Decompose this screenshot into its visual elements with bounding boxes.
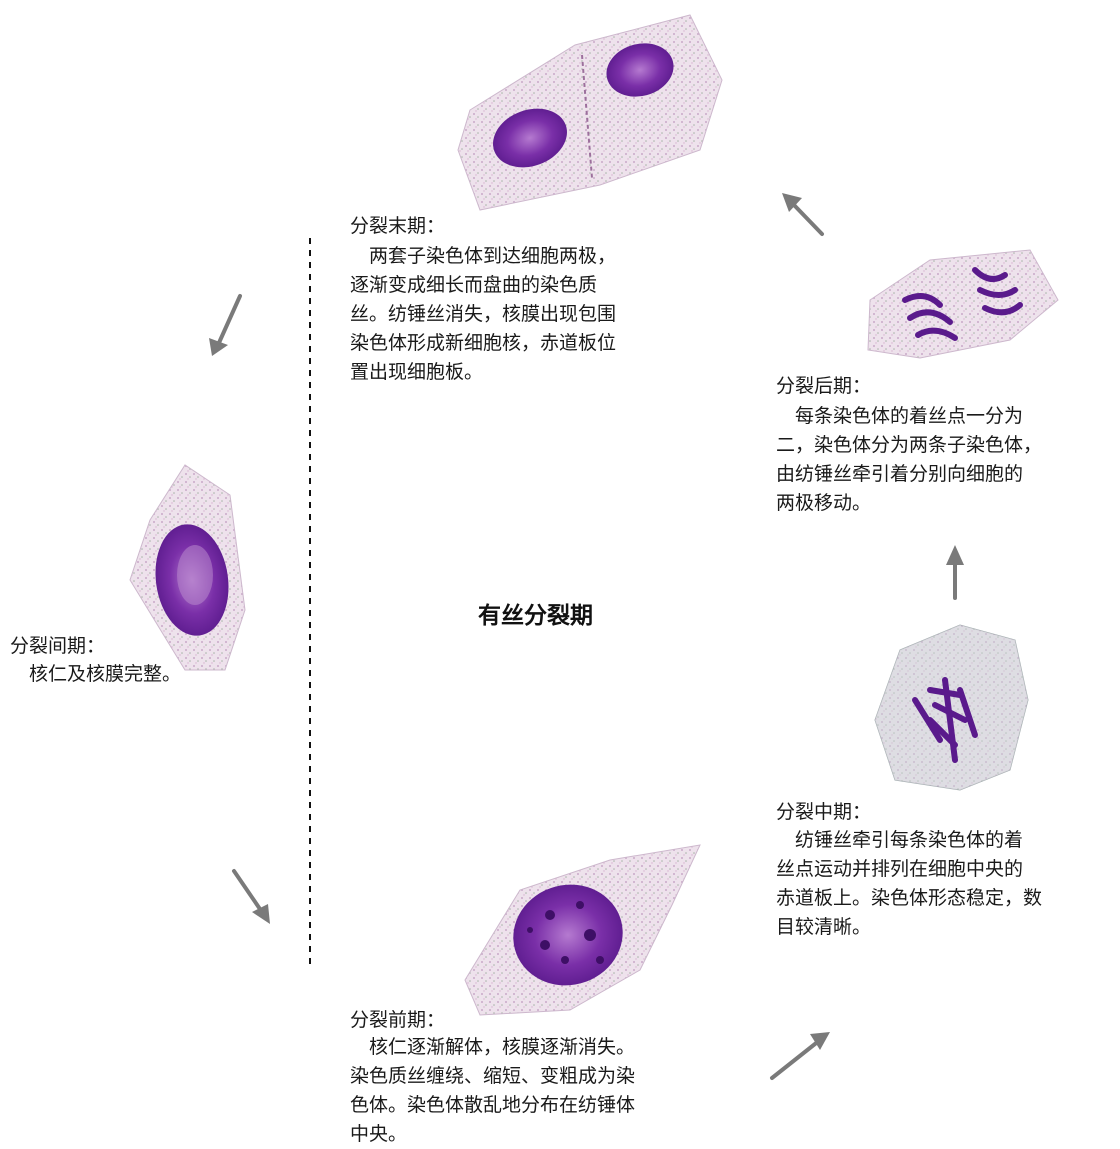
interphase-label: 分裂间期：: [10, 635, 106, 657]
telophase-description: 两套子染色体到达细胞两极， 逐渐变成细长而盘曲的染色质 丝。纺锤丝消失，核膜出现…: [350, 245, 617, 383]
anaphase-label: 分裂后期：: [776, 375, 872, 397]
anaphase-description: 每条染色体的着丝点一分为 二，染色体分为两条子染色体， 由纺锤丝牵引着分别向细胞…: [776, 405, 1043, 514]
metaphase-label: 分裂中期：: [776, 801, 872, 823]
arrow-prophase-to-metaphase: [770, 1032, 830, 1080]
cell-illustrations: [129, 14, 1059, 1080]
metaphase-description: 纺锤丝牵引每条染色体的着 丝点运动并排列在细胞中央的 赤道板上。染色体形态稳定，…: [776, 829, 1043, 938]
telophase-cell-image: [457, 14, 723, 211]
arrow-metaphase-to-anaphase: [946, 545, 964, 600]
prophase-cell-image: [464, 844, 701, 1016]
prophase-description: 核仁逐渐解体，核膜逐渐消失。 染色质丝缠绕、缩短、变粗成为染 色体。染色体散乱地…: [350, 1036, 636, 1145]
arrow-interphase-to-prophase: [232, 869, 270, 924]
anaphase-cell-image: [867, 249, 1059, 359]
interphase-cell-image: [129, 464, 246, 671]
diagram-title: 有丝分裂期: [478, 603, 593, 629]
interphase-description: 核仁及核膜完整。: [10, 663, 182, 685]
arrow-anaphase-to-telophase: [782, 193, 824, 236]
prophase-label: 分裂前期：: [350, 1009, 446, 1031]
telophase-label: 分裂末期：: [350, 215, 446, 237]
arrow-telophase-to-interphase: [209, 294, 242, 356]
metaphase-cell-image: [874, 624, 1029, 791]
